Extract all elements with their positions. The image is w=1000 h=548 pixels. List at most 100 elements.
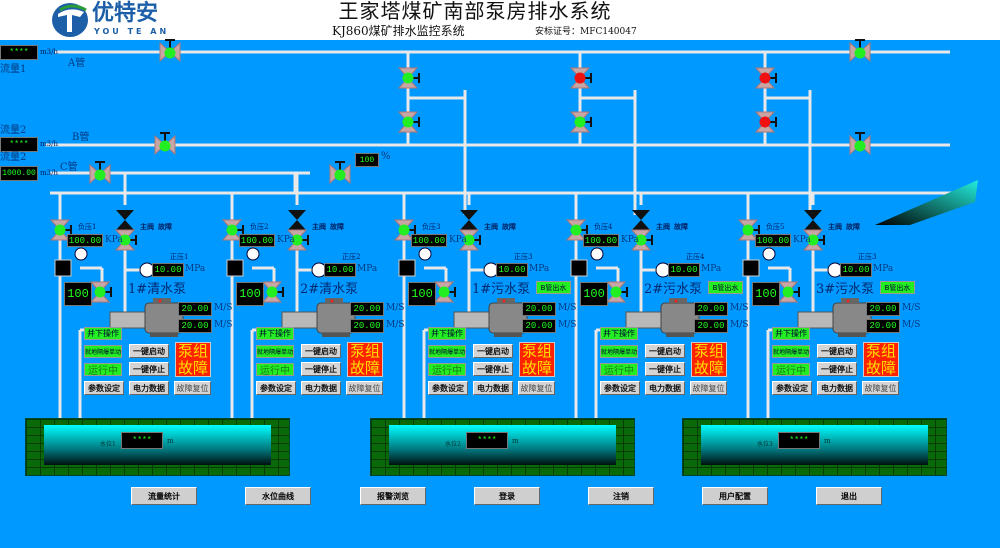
- one-key-start-button[interactable]: 一键启动: [473, 344, 513, 358]
- speed-unit-1: M/S: [386, 303, 405, 313]
- fault-reset-button[interactable]: 故障复位: [690, 381, 727, 395]
- one-key-stop-button[interactable]: 一键停止: [473, 362, 513, 376]
- footer-button-6[interactable]: 退出: [816, 487, 882, 505]
- positive-pressure-label: 正压2: [342, 253, 361, 261]
- one-key-stop-button[interactable]: 一键停止: [301, 362, 341, 376]
- speed-unit-2: M/S: [214, 320, 233, 330]
- power-data-button[interactable]: 电力数据: [473, 381, 513, 395]
- negative-pressure-display: 100.00: [239, 234, 275, 247]
- gauge-icon: [246, 247, 260, 261]
- power-data-button[interactable]: 电力数据: [129, 381, 169, 395]
- power-data-button[interactable]: 电力数据: [645, 381, 685, 395]
- footer-button-3[interactable]: 登录: [474, 487, 540, 505]
- main-valve-state: 故障: [502, 222, 516, 231]
- pump-fault-indicator: 泵组故障: [519, 342, 555, 377]
- local-mode-button[interactable]: 就地隔爆单动: [428, 345, 466, 358]
- parameter-settings-button[interactable]: 参数设定: [256, 381, 296, 395]
- one-key-start-button[interactable]: 一键启动: [301, 344, 341, 358]
- level-display: 100: [64, 282, 92, 306]
- one-key-stop-button[interactable]: 一键停止: [645, 362, 685, 376]
- gauge-icon: [590, 247, 604, 261]
- positive-pressure-display: 10.00: [324, 263, 356, 277]
- pump-casing-icon: [797, 311, 839, 329]
- parameter-settings-button[interactable]: 参数设定: [772, 381, 812, 395]
- footer-button-0[interactable]: 流量统计: [131, 487, 197, 505]
- page-title: 王家塔煤矿南部泵房排水系统: [338, 0, 612, 23]
- flow-unit: m3/h: [40, 140, 58, 148]
- positive-pressure-display: 10.00: [496, 263, 528, 277]
- main-valve-state: 故障: [158, 222, 172, 231]
- vacuum-tank-icon: [398, 259, 416, 277]
- fault-reset-button[interactable]: 故障复位: [518, 381, 555, 395]
- tank-level-label: 水位1: [100, 441, 116, 448]
- footer-button-2[interactable]: 报警浏览: [360, 487, 426, 505]
- tank-level-label: 水位3: [757, 441, 773, 448]
- tank-level-display: ****: [121, 432, 163, 449]
- sump-tank: 水位2 **** m: [370, 418, 635, 476]
- negative-pressure-unit: KPa: [621, 235, 639, 245]
- tank-level-display: ****: [778, 432, 820, 449]
- one-key-stop-button[interactable]: 一键停止: [817, 362, 857, 376]
- fault-reset-button[interactable]: 故障复位: [862, 381, 899, 395]
- footer-button-5[interactable]: 用户配置: [702, 487, 768, 505]
- main-valve-icon: [463, 234, 475, 246]
- valve-suction-icon: [226, 224, 238, 236]
- speed-display-2: 20.00: [350, 319, 384, 333]
- speed-unit-2: M/S: [386, 320, 405, 330]
- one-key-stop-button[interactable]: 一键停止: [129, 362, 169, 376]
- pump-name: 2#清水泵: [300, 282, 359, 297]
- speed-display-1: 20.00: [350, 302, 384, 316]
- local-mode-button[interactable]: 就地隔爆单动: [256, 345, 294, 358]
- main-valve-label: 主阀: [484, 222, 498, 231]
- parameter-settings-button[interactable]: 参数设定: [600, 381, 640, 395]
- local-mode-button[interactable]: 就地隔爆单动: [84, 345, 122, 358]
- pump-casing-icon: [453, 311, 495, 329]
- pipe-c-label: C管: [60, 162, 78, 173]
- parameter-settings-button[interactable]: 参数设定: [428, 381, 468, 395]
- one-key-start-button[interactable]: 一键启动: [645, 344, 685, 358]
- sump-tank: 水位3 **** m: [682, 418, 947, 476]
- negative-pressure-unit: KPa: [793, 235, 811, 245]
- tank-level-unit: m: [512, 437, 519, 445]
- power-data-button[interactable]: 电力数据: [817, 381, 857, 395]
- one-key-start-button[interactable]: 一键启动: [129, 344, 169, 358]
- positive-pressure-unit: MPa: [873, 264, 894, 274]
- water-level: 水位3 **** m: [701, 425, 928, 465]
- underground-mode-button[interactable]: 井下操作: [256, 327, 294, 340]
- local-mode-button[interactable]: 就地隔爆单动: [772, 345, 810, 358]
- power-data-button[interactable]: 电力数据: [301, 381, 341, 395]
- underground-mode-button[interactable]: 井下操作: [600, 327, 638, 340]
- valve-c-2-icon: [334, 169, 346, 181]
- underground-mode-button[interactable]: 井下操作: [772, 327, 810, 340]
- parameter-settings-button[interactable]: 参数设定: [84, 381, 124, 395]
- footer-button-4[interactable]: 注销: [588, 487, 654, 505]
- underground-mode-button[interactable]: 井下操作: [84, 327, 122, 340]
- sump-tank: 水位1 **** m: [25, 418, 290, 476]
- water-level: 水位1 **** m: [44, 425, 271, 465]
- vacuum-tank-icon: [570, 259, 588, 277]
- fault-reset-button[interactable]: 故障复位: [174, 381, 211, 395]
- logo-emblem-icon: [52, 3, 88, 37]
- speed-unit-1: M/S: [902, 303, 921, 313]
- running-status: 运行中: [772, 363, 810, 377]
- logo-subtext: YOU TE AN: [94, 27, 170, 36]
- pump-casing-icon: [109, 311, 151, 329]
- main-valve-top-icon: [632, 210, 650, 220]
- valve-suction-icon: [398, 224, 410, 236]
- local-mode-button[interactable]: 就地隔爆单动: [600, 345, 638, 358]
- tank-level-label: 水位2: [445, 441, 461, 448]
- positive-pressure-label: 正压3: [858, 253, 877, 261]
- flow-label: 流量2: [0, 125, 27, 136]
- fault-reset-button[interactable]: 故障复位: [346, 381, 383, 395]
- footer-button-1[interactable]: 水位曲线: [245, 487, 311, 505]
- level-display: 100: [580, 282, 608, 306]
- pipe-a-label: A管: [68, 58, 86, 69]
- valve-c-1-icon: [94, 169, 106, 181]
- one-key-start-button[interactable]: 一键启动: [817, 344, 857, 358]
- underground-mode-button[interactable]: 井下操作: [428, 327, 466, 340]
- main-valve-top-icon: [116, 210, 134, 220]
- negative-pressure-label: 负压2: [250, 223, 269, 231]
- positive-pressure-display: 10.00: [668, 263, 700, 277]
- c-valve-opening-unit: %: [381, 151, 391, 162]
- valve-branch-upper-icon: [402, 72, 414, 84]
